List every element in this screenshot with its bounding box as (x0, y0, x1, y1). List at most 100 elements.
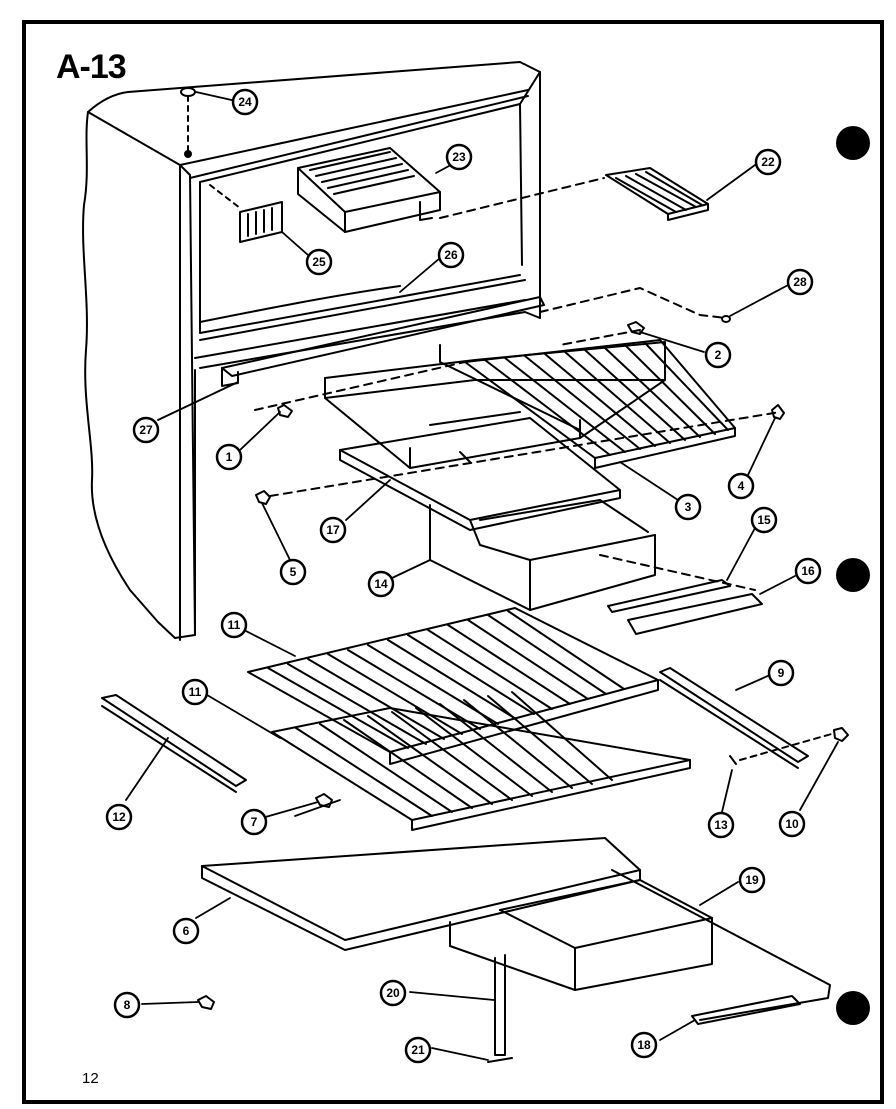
plug-hole (184, 150, 192, 158)
callout-circle (215, 443, 243, 471)
callout-number: 1 (226, 450, 233, 464)
callout-number: 11 (228, 618, 241, 632)
drawer-cover (611, 869, 831, 1021)
crisper-drawer (429, 499, 656, 611)
callout-number: 18 (637, 1038, 651, 1052)
page-number: 12 (82, 1070, 99, 1087)
leader-dashed (539, 287, 727, 319)
rail (607, 579, 731, 613)
diagram-frame (22, 20, 884, 1104)
callout-number: 2 (715, 348, 722, 362)
rail (691, 995, 801, 1025)
callout-circle (172, 917, 200, 945)
plug-part (180, 87, 196, 97)
cabinet (82, 61, 541, 641)
callout-number: 13 (714, 818, 728, 832)
wire-shelf (464, 339, 736, 469)
callout-number: 14 (374, 577, 388, 591)
leader-dashed (599, 554, 756, 591)
callout-number: 28 (793, 275, 807, 289)
callout-leaders (125, 91, 839, 1061)
bottom-shelf (201, 837, 641, 951)
callout-circle (767, 659, 795, 687)
callout-circle (750, 506, 778, 534)
callout-circle (404, 1036, 432, 1064)
wire-frame (324, 341, 666, 469)
leader-dashed (269, 411, 781, 497)
callout-number: 26 (444, 248, 458, 262)
trim-part (199, 285, 401, 323)
callout-circle (105, 803, 133, 831)
rail-end (221, 367, 239, 387)
rail (221, 296, 545, 377)
callout-circle (786, 268, 814, 296)
callout-circle (231, 88, 259, 116)
support-clip (771, 404, 785, 420)
tray-part (605, 167, 709, 221)
support-clip (627, 321, 645, 335)
callout-number: 11 (189, 685, 202, 699)
page-title: A-13 (56, 48, 127, 86)
callout-circle (727, 472, 755, 500)
rail (101, 694, 247, 787)
binder-hole (836, 126, 870, 160)
vent-part (239, 201, 283, 243)
cover-part (297, 147, 441, 233)
support-clip (833, 727, 849, 742)
support-post (494, 954, 506, 1056)
leader-dashed (739, 732, 836, 761)
glass-shelf (247, 607, 659, 765)
callout-number: 23 (452, 150, 466, 164)
callout-number: 12 (112, 810, 126, 824)
post-foot (487, 1057, 513, 1063)
callout-circle (240, 808, 268, 836)
rail (659, 667, 809, 763)
callout-circle (181, 678, 209, 706)
support-clip (255, 490, 271, 505)
glass-shelf (271, 691, 691, 831)
leader-dashed (254, 361, 466, 411)
callout-number: 4 (738, 479, 745, 493)
callout-circle (305, 248, 333, 276)
callout-number: 27 (139, 423, 153, 437)
callout-circle (367, 570, 395, 598)
meat-drawer (449, 879, 713, 991)
rail-edge (659, 679, 799, 769)
callout-circle (794, 557, 822, 585)
callout-number: 6 (183, 924, 190, 938)
callout-number: 20 (386, 986, 400, 1000)
leader-dashed (439, 177, 605, 219)
leader-dashed (559, 329, 641, 346)
callout-circle (674, 493, 702, 521)
callout-circle (778, 810, 806, 838)
callout-circle (319, 516, 347, 544)
callout-number: 9 (778, 666, 785, 680)
callout-number: 22 (761, 155, 775, 169)
binder-hole (836, 991, 870, 1025)
callout-circle (220, 611, 248, 639)
small-part (721, 315, 731, 323)
callout-number: 10 (785, 817, 799, 831)
callout-circle (707, 811, 735, 839)
callout-number: 24 (238, 95, 252, 109)
rail-edge (101, 705, 237, 793)
callout-circle (704, 341, 732, 369)
callout-number: 5 (290, 565, 297, 579)
binder-hole (836, 558, 870, 592)
callout-number: 17 (326, 523, 340, 537)
callout-circle (630, 1031, 658, 1059)
callout-number: 15 (757, 513, 771, 527)
callout-number: 21 (411, 1043, 425, 1057)
support-clip (277, 404, 293, 418)
screw (729, 755, 737, 765)
crisper-cover (339, 417, 621, 531)
callout-number: 25 (312, 255, 326, 269)
callout-circle (379, 979, 407, 1007)
callout-circle (279, 558, 307, 586)
callout-number: 8 (124, 998, 131, 1012)
callout-number: 7 (251, 815, 258, 829)
callout-circle (437, 241, 465, 269)
rail (627, 593, 763, 635)
callout-circle (445, 143, 473, 171)
